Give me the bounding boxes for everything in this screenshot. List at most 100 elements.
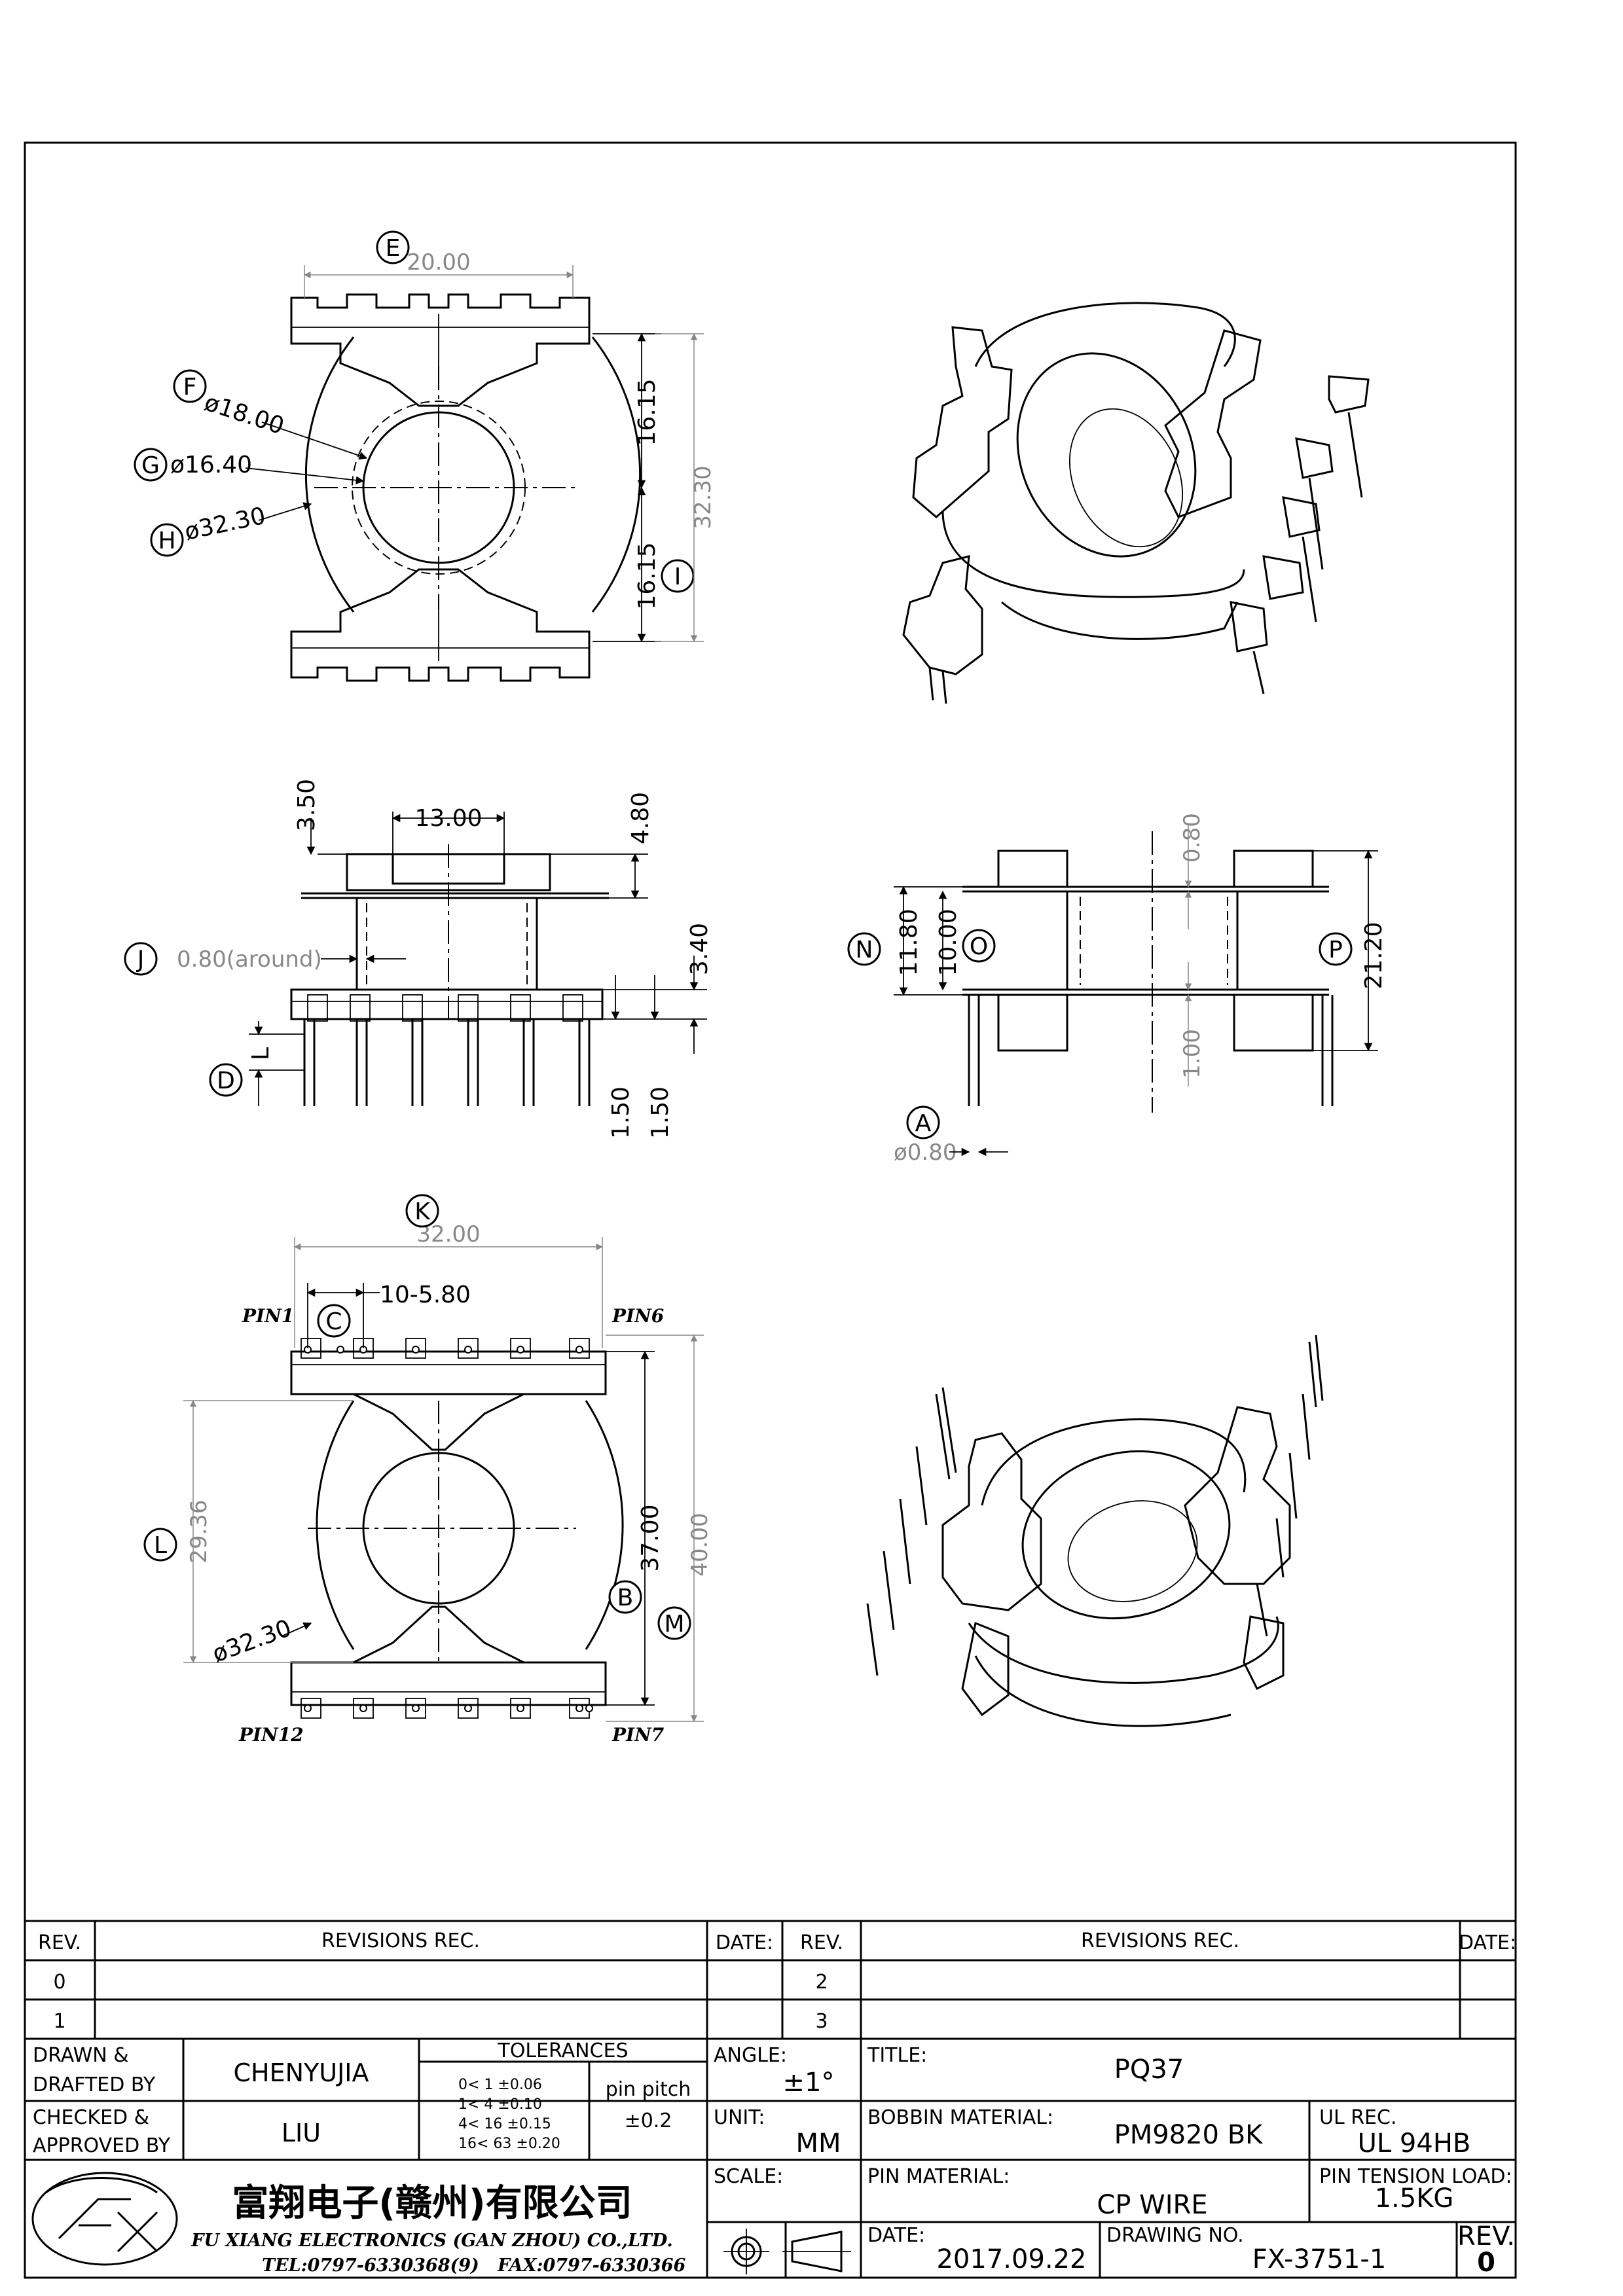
company-name-en: FU XIANG ELECTRONICS (GAN ZHOU) CO.,LTD. bbox=[191, 2231, 672, 2251]
callout-b: B bbox=[617, 1585, 634, 1611]
title-block: REV. REVISIONS REC. DATE: REV. REVISIONS… bbox=[24, 1920, 1517, 2279]
rev-value: 0 bbox=[1477, 2248, 1495, 2278]
drawn-label-2: DRAFTED BY bbox=[33, 2073, 156, 2096]
tolerances-label: TOLERANCES bbox=[497, 2039, 628, 2062]
pin-tension-label: PIN TENSION LOAD: bbox=[1319, 2165, 1512, 2188]
pin-tension-value: 1.5KG bbox=[1375, 2183, 1454, 2214]
ul-label: UL REC. bbox=[1319, 2106, 1397, 2129]
drawn-label-1: DRAWN & bbox=[33, 2044, 129, 2067]
callout-o: O bbox=[970, 933, 988, 960]
callout-p: P bbox=[1328, 937, 1343, 963]
pin12-label: PIN12 bbox=[238, 1724, 304, 1746]
rev-row-1: 1 bbox=[53, 2010, 65, 2033]
unit-label: UNIT: bbox=[714, 2106, 765, 2129]
dim-dia-g: ø16.40 bbox=[170, 452, 252, 478]
callout-h: H bbox=[158, 528, 175, 554]
rev-row-0: 0 bbox=[53, 1971, 65, 1994]
dim-letter-l: L bbox=[247, 1047, 274, 1060]
angle-label: ANGLE: bbox=[714, 2044, 787, 2067]
callout-j: J bbox=[136, 946, 145, 973]
company-logo-icon bbox=[31, 2172, 178, 2266]
checked-label-1: CHECKED & bbox=[33, 2106, 149, 2129]
drawn-value: CHENYUJIA bbox=[234, 2058, 369, 2087]
rev-row-3: 3 bbox=[815, 2010, 828, 2033]
callout-g: G bbox=[141, 452, 160, 479]
company-tel: TEL:0797-6330368(9) bbox=[262, 2255, 479, 2276]
dim-pin-dia: ø0.80 bbox=[894, 1139, 957, 1166]
callout-n: N bbox=[856, 937, 873, 963]
callout-l: L bbox=[154, 1532, 167, 1559]
rev-header-right: REV. bbox=[800, 1931, 843, 1954]
tol-row-1: 0< 1 ±0.06 bbox=[458, 2077, 542, 2093]
dim-height-p: 21.20 bbox=[1360, 922, 1387, 989]
dim-dia-h: ø32.30 bbox=[182, 503, 268, 546]
pin6-label: PIN6 bbox=[611, 1305, 664, 1327]
bobbin-value: PM9820 BK bbox=[1114, 2120, 1264, 2150]
dim-flange: 4.80 bbox=[627, 792, 654, 844]
top-view: 20.00 E 16.15 16.15 I 32.30 F ø18.00 G ø… bbox=[134, 230, 716, 682]
dim-height-l: 29.36 bbox=[186, 1499, 212, 1563]
rev-row-2: 2 bbox=[815, 1971, 828, 1994]
dim-pin-left: 1.50 bbox=[608, 1086, 634, 1139]
checked-value: LIU bbox=[282, 2119, 321, 2147]
dim-base: 3.40 bbox=[686, 923, 713, 975]
date-header-left: DATE: bbox=[716, 1931, 773, 1954]
dim-width-20: 20.00 bbox=[407, 249, 470, 276]
callout-i: I bbox=[674, 564, 682, 590]
tol-row-4: 16< 63 ±0.20 bbox=[458, 2136, 560, 2152]
pin-material-value: CP WIRE bbox=[1097, 2190, 1207, 2220]
dim-height-b: 37.00 bbox=[637, 1504, 664, 1571]
dim-wall: 0.80(around) bbox=[177, 946, 322, 973]
date-header-right: DATE: bbox=[1459, 1931, 1516, 1954]
dim-dia-f: ø18.00 bbox=[201, 389, 287, 440]
callout-d: D bbox=[217, 1067, 235, 1094]
angle-value: ±1° bbox=[783, 2068, 835, 2098]
callout-m: M bbox=[664, 1611, 684, 1638]
revisions-header-left: REVISIONS REC. bbox=[321, 1929, 480, 1952]
dim-height-o: 10.00 bbox=[935, 908, 962, 976]
callout-k: K bbox=[414, 1198, 431, 1225]
date-value: 2017.09.22 bbox=[936, 2244, 1086, 2274]
company-fax: FAX:0797-6330366 bbox=[497, 2255, 686, 2276]
drawing-no-label: DRAWING NO. bbox=[1106, 2224, 1244, 2247]
dim-half-upper: 16.15 bbox=[634, 378, 661, 446]
scale-label: SCALE: bbox=[714, 2165, 783, 2188]
callout-a: A bbox=[915, 1110, 932, 1137]
side-view: 0.80 1.00 11.80 10.00 N O 21.20 P A ø0.8… bbox=[847, 813, 1387, 1166]
pin7-label: PIN7 bbox=[611, 1724, 665, 1746]
callout-f: F bbox=[183, 374, 197, 401]
rev-header-left: REV. bbox=[38, 1931, 81, 1954]
tol-row-2: 1< 4 ±0.10 bbox=[458, 2096, 542, 2113]
pin1-label: PIN1 bbox=[242, 1305, 294, 1327]
drawing-no-value: FX-3751-1 bbox=[1252, 2244, 1387, 2274]
company-name-cn: 富翔电子(赣州)有限公司 bbox=[232, 2182, 632, 2225]
projection-symbol-icon bbox=[723, 2229, 851, 2274]
dim-pin-right: 1.50 bbox=[647, 1086, 674, 1139]
dim-inner-width: 13.00 bbox=[414, 805, 482, 832]
front-view: 13.00 3.50 4.80 3.40 1.50 1.50 J 0.80(ar… bbox=[124, 779, 713, 1139]
pin-pitch-value: ±0.2 bbox=[625, 2109, 672, 2132]
ul-value: UL 94HB bbox=[1358, 2128, 1471, 2159]
date-label: DATE: bbox=[867, 2224, 925, 2247]
title-label: TITLE: bbox=[867, 2044, 927, 2067]
callout-c: C bbox=[325, 1308, 342, 1335]
dim-height-n: 11.80 bbox=[896, 908, 922, 976]
dim-top-height: 3.50 bbox=[293, 779, 320, 831]
isometric-view-top bbox=[902, 302, 1370, 704]
tol-row-3: 4< 16 ±0.15 bbox=[458, 2116, 551, 2132]
dim-total-height: 32.30 bbox=[690, 465, 716, 529]
unit-value: MM bbox=[795, 2128, 841, 2159]
revisions-header-right: REVISIONS REC. bbox=[1081, 1929, 1239, 1952]
dim-pin-spacing: 10-5.80 bbox=[380, 1282, 471, 1308]
rev-label: REV. bbox=[1457, 2221, 1515, 2251]
dim-slot: 1.00 bbox=[1179, 1029, 1205, 1079]
isometric-view-bottom bbox=[866, 1335, 1324, 1727]
dim-bottom-dia: ø32.30 bbox=[209, 1615, 295, 1668]
checked-label-2: APPROVED BY bbox=[33, 2134, 171, 2157]
pin-pitch-label: pin pitch bbox=[606, 2078, 691, 2101]
bottom-view: PIN1 PIN6 PIN12 PIN7 32.00 K 10-5.80 C 2… bbox=[143, 1194, 713, 1746]
callout-e: E bbox=[386, 235, 401, 262]
dim-half-lower: 16.15 bbox=[634, 542, 661, 609]
pin-material-label: PIN MATERIAL: bbox=[867, 2165, 1010, 2188]
